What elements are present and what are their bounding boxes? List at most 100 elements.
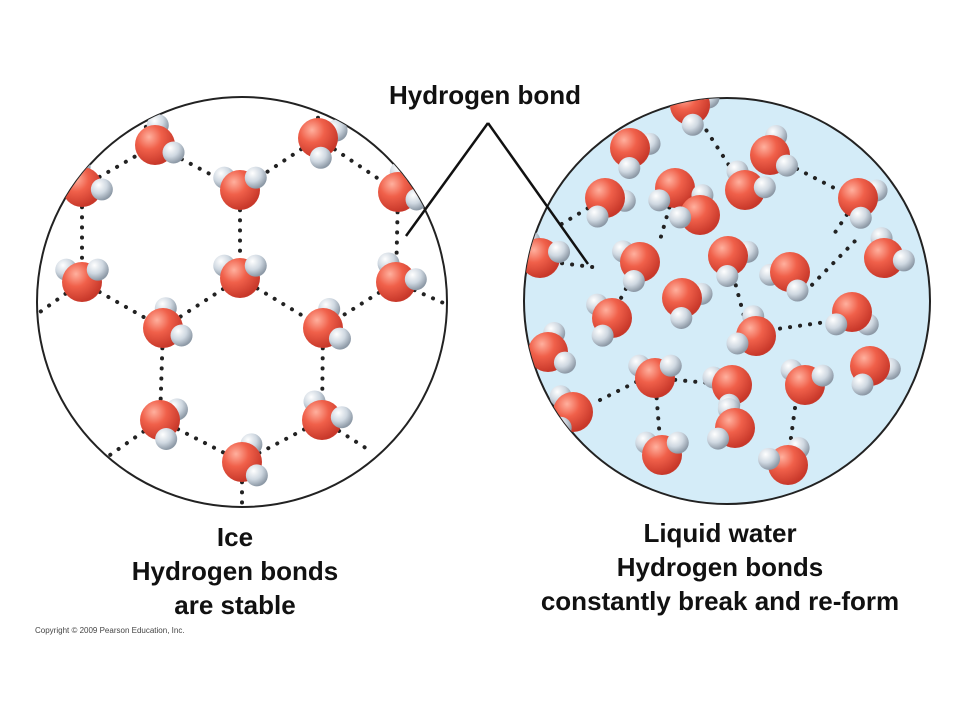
liquid-caption-line2: Hydrogen bonds — [616, 552, 824, 582]
hydrogen-atom — [244, 254, 267, 277]
ice-molecules — [55, 114, 428, 487]
ice-caption-line2: Hydrogen bonds — [131, 556, 339, 586]
hydrogen-atom — [670, 306, 693, 329]
label-pointer — [404, 122, 590, 265]
hydrogen-atom — [851, 373, 874, 396]
water-molecule — [302, 390, 353, 440]
hydrogen-atom — [548, 240, 571, 263]
hydrogen-atom — [707, 427, 730, 450]
ice-caption-line1: Ice — [216, 522, 254, 552]
water-molecule — [213, 166, 267, 210]
hydrogen-bond — [788, 406, 797, 447]
oxygen-atom — [298, 118, 338, 158]
oxygen-atom — [553, 392, 593, 432]
water-molecule — [140, 398, 188, 451]
oxygen-atom — [725, 170, 765, 210]
hydrogen-atom — [244, 166, 267, 189]
hydrogen-bond-label: Hydrogen bond — [388, 80, 582, 110]
hydrogen-atom — [753, 176, 776, 199]
hydrogen-atom — [162, 141, 185, 164]
water-molecule — [669, 184, 720, 235]
liquid-caption-line3: constantly break and re-form — [540, 586, 900, 616]
water-molecule — [708, 236, 759, 287]
water-molecule — [298, 118, 348, 169]
hydrogen-atom — [170, 324, 193, 347]
water-molecule — [838, 178, 888, 229]
liquid-caption: Liquid water Hydrogen bonds constantly b… — [480, 516, 960, 618]
water-molecule — [757, 437, 810, 485]
water-molecule — [825, 292, 879, 336]
water-molecule — [670, 98, 720, 136]
water-molecule — [586, 293, 632, 347]
liquid-caption-line1: Liquid water — [643, 518, 797, 548]
hydrogen-atom — [618, 156, 641, 179]
hydrogen-atom — [892, 249, 915, 272]
hydrogen-atom — [330, 406, 353, 429]
hydrogen-atom — [245, 464, 268, 487]
oxygen-atom — [610, 128, 650, 168]
oxygen-atom — [864, 238, 904, 278]
ice-caption: Ice Hydrogen bonds are stable — [80, 520, 390, 622]
water-molecule — [850, 346, 901, 396]
water-molecule — [662, 278, 713, 329]
hydrogen-atom — [666, 431, 689, 454]
water-molecule — [750, 124, 798, 177]
water-molecule — [610, 128, 661, 179]
hydrogen-atom — [726, 332, 749, 355]
water-molecule — [864, 227, 915, 278]
hydrogen-bond — [803, 238, 858, 294]
hydrogen-atom — [622, 270, 645, 293]
water-molecule — [55, 258, 109, 302]
water-molecule — [528, 321, 576, 374]
hydrogen-atom — [648, 189, 671, 212]
oxygen-atom — [708, 236, 748, 276]
oxygen-atom — [680, 195, 720, 235]
water-molecule — [628, 354, 682, 398]
copyright-notice: Copyright © 2009 Pearson Education, Inc. — [35, 626, 185, 635]
water-molecule — [135, 114, 185, 165]
water-molecule — [635, 431, 689, 475]
oxygen-atom — [376, 262, 416, 302]
water-molecule — [726, 305, 776, 356]
hydrogen-bond — [550, 260, 602, 270]
hydrogen-atom — [775, 154, 798, 177]
water-molecule — [612, 240, 660, 293]
hydrogen-atom — [328, 327, 351, 350]
water-molecule — [222, 433, 268, 487]
water-molecule — [707, 397, 755, 450]
hydrogen-bond — [768, 153, 844, 194]
water-molecule — [780, 359, 834, 405]
hydrogen-atom — [716, 264, 739, 287]
ice-caption-line3: are stable — [174, 590, 296, 620]
hydrogen-atom — [591, 324, 614, 347]
water-molecule — [759, 252, 810, 302]
oxygen-atom — [670, 98, 710, 125]
ice-panel — [36, 96, 448, 508]
hydrogen-bond — [688, 103, 747, 192]
water-molecule — [143, 297, 193, 348]
oxygen-atom — [712, 365, 752, 405]
hydrogen-atom — [309, 146, 332, 169]
hydrogen-atom — [825, 313, 848, 336]
hydrogen-atom — [90, 178, 113, 201]
hydrogen-atom — [811, 364, 834, 387]
water-molecule — [303, 297, 351, 350]
water-molecule — [376, 252, 427, 302]
hydrogen-atom — [757, 447, 780, 470]
oxygen-atom — [838, 178, 878, 218]
water-molecule — [725, 160, 776, 210]
water-molecule — [585, 178, 636, 228]
hydrogen-atom — [155, 428, 178, 451]
hydrogen-atom — [586, 205, 609, 228]
hydrogen-atom — [849, 206, 872, 229]
oxygen-atom — [662, 278, 702, 318]
hydrogen-atom — [659, 354, 682, 377]
liquid-molecules — [524, 98, 915, 485]
hydrogen-atom — [786, 279, 809, 302]
hydrogen-atom — [86, 258, 109, 281]
oxygen-atom — [302, 400, 342, 440]
hydrogen-atom — [669, 206, 692, 229]
water-molecule — [213, 254, 267, 298]
hydrogen-atom — [681, 113, 704, 136]
